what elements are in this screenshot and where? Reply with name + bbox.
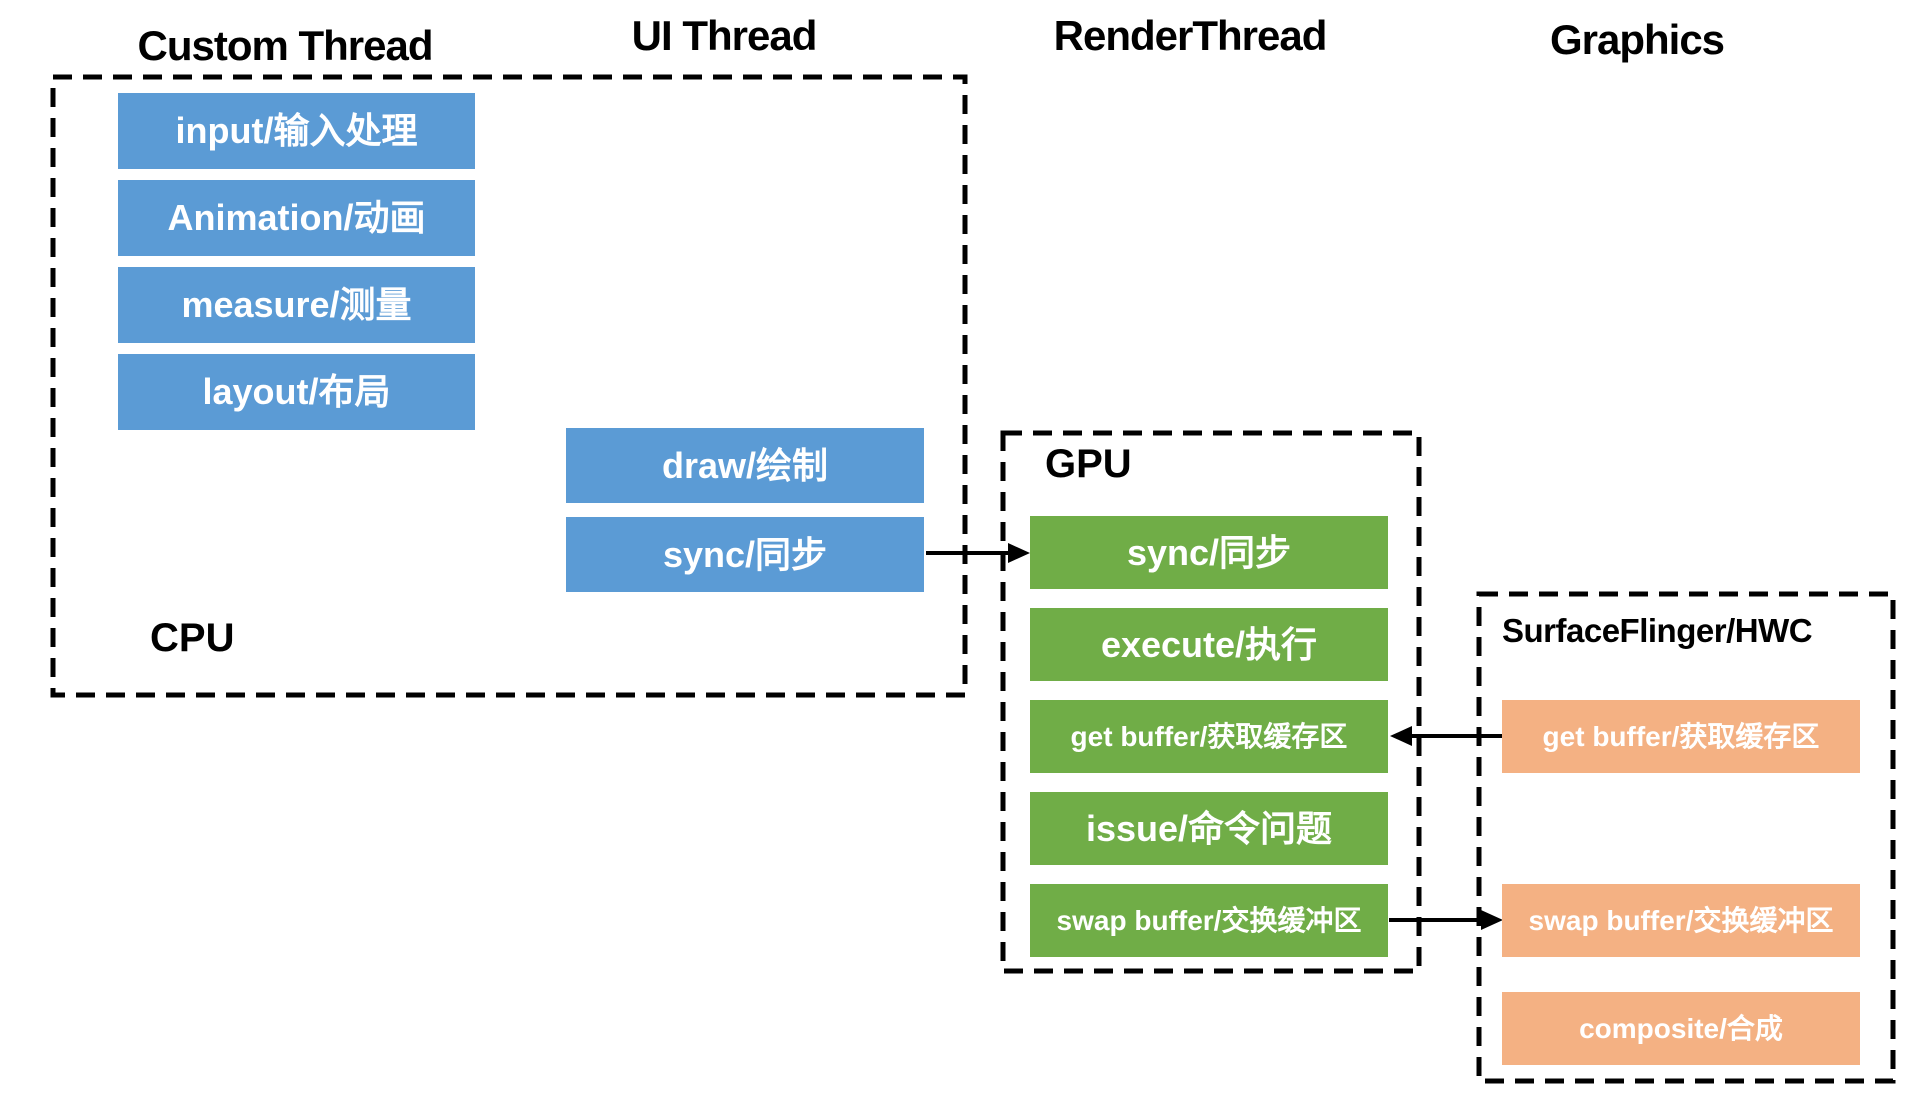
task-box-input: input/输入处理 [118,93,475,169]
task-box-issue: issue/命令问题 [1030,792,1388,865]
get-buffer-arrow [1390,726,1502,746]
surfaceflinger-label: SurfaceFlinger/HWC [1502,612,1813,649]
gpu-boundary-box [1000,430,1422,974]
cpu-label: CPU [150,616,235,660]
task-box-composite: composite/合成 [1502,992,1860,1065]
task-box-draw: draw/绘制 [566,428,924,503]
arrowhead-right-icon [1481,910,1503,930]
task-box-sync-gpu: sync/同步 [1030,516,1388,589]
column-title-graphics: Graphics [1549,16,1725,63]
column-title-render-thread: RenderThread [1053,12,1328,59]
swap-buffer-arrow [1389,910,1503,930]
task-box-measure: measure/测量 [118,267,475,343]
arrowhead-right-icon [1008,543,1030,563]
sync-arrow [926,543,1030,563]
task-box-swap-buffer-gpu: swap buffer/交换缓冲区 [1030,884,1388,957]
task-box-sync-ui: sync/同步 [566,517,924,592]
cpu-boundary-box [50,74,968,698]
task-box-get-buffer-sf: get buffer/获取缓存区 [1502,700,1860,773]
arrowhead-left-icon [1390,726,1412,746]
task-box-layout: layout/布局 [118,354,475,430]
gpu-label: GPU [1045,442,1132,486]
column-title-ui-thread: UI Thread [631,12,818,59]
task-box-swap-buffer-sf: swap buffer/交换缓冲区 [1502,884,1860,957]
task-box-get-buffer-gpu: get buffer/获取缓存区 [1030,700,1388,773]
column-title-custom-thread: Custom Thread [137,22,433,69]
task-box-animation: Animation/动画 [118,180,475,256]
task-box-execute: execute/执行 [1030,608,1388,681]
